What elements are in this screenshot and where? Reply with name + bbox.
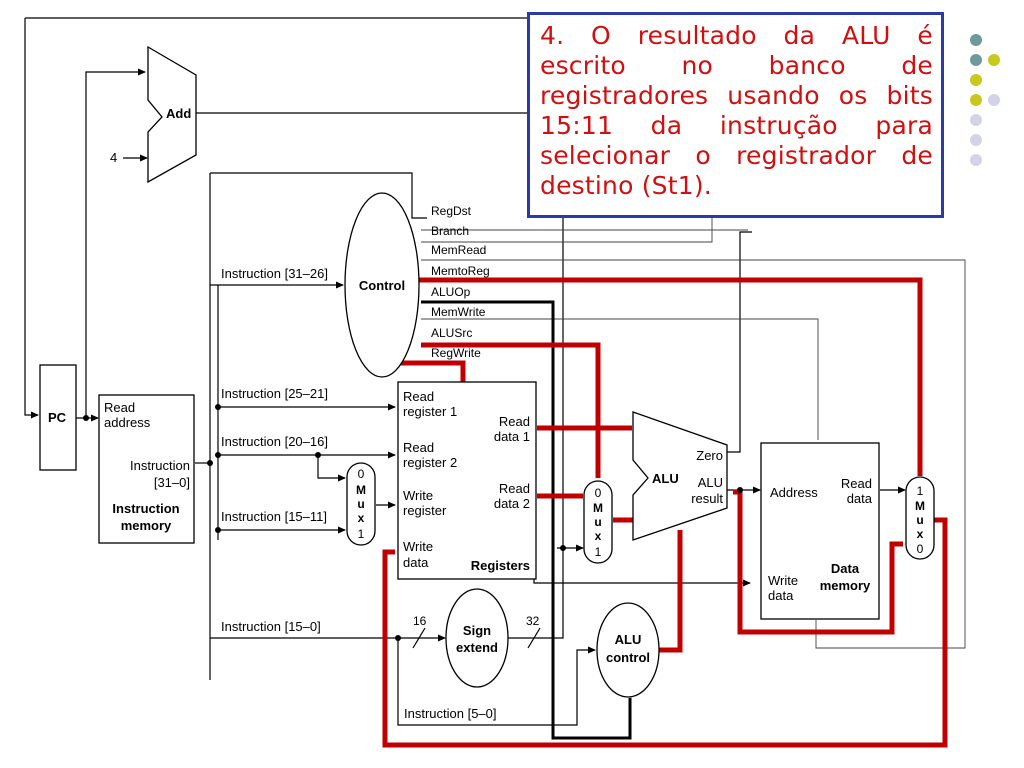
alu: ALU Zero ALU result: [632, 411, 728, 541]
mux-memtoreg-x: x: [917, 527, 924, 541]
reg-read-data2-line2: data 2: [494, 496, 530, 511]
dmem-address: Address: [770, 485, 818, 500]
highlight-path: [382, 277, 948, 748]
instruction-memory: Read address Instruction [31–0] Instruct…: [98, 394, 195, 544]
signal-regdst: RegDst: [431, 204, 472, 218]
reg-read-data1-line2: data 1: [494, 429, 530, 444]
alu-result-line1: ALU: [698, 475, 723, 490]
sign-extend-out-width: 32: [526, 614, 540, 628]
decor-dot: [970, 34, 982, 46]
mux-memtoreg-u: u: [916, 513, 923, 527]
decor-dot: [970, 154, 982, 166]
mux-regdst-in1: 1: [358, 527, 365, 541]
sign-extend: Sign extend 16 32: [412, 588, 541, 688]
alu-control: ALU control: [596, 602, 660, 698]
reg-read-data1-line1: Read: [499, 414, 530, 429]
decor-dot: [970, 134, 982, 146]
reg-read-data2-line1: Read: [499, 481, 530, 496]
control-unit: Control RegDst Branch MemRead MemtoReg A…: [344, 192, 490, 378]
adder: Add 4: [110, 45, 197, 184]
mux-memtoreg-m: M: [915, 499, 925, 513]
sign-extend-in-width: 16: [413, 614, 427, 628]
alu-result-line2: result: [691, 491, 723, 506]
field-imm: Instruction [15–0]: [221, 619, 321, 634]
decor-dot: [970, 74, 982, 86]
reg-write-reg-line2: register: [403, 503, 447, 518]
imem-read-address-line1: Read: [104, 400, 135, 415]
decor-dot: [970, 94, 982, 106]
alu-zero: Zero: [696, 448, 723, 463]
alu-label: ALU: [652, 471, 679, 486]
adder-const-input: 4: [110, 150, 117, 165]
decor-dot: [970, 54, 982, 66]
mux-alusrc-x: x: [595, 529, 602, 543]
reg-write-reg-line1: Write: [403, 488, 433, 503]
dmem-read-data-line2: data: [847, 491, 873, 506]
imem-name-line2: memory: [121, 518, 172, 533]
dmem-name-line1: Data: [831, 561, 860, 576]
registers-name: Registers: [471, 558, 530, 573]
decor-dot: [970, 114, 982, 126]
mux-regdst-in0: 0: [358, 467, 365, 481]
reg-read-reg2-line1: Read: [403, 440, 434, 455]
imem-name-line1: Instruction: [112, 501, 179, 516]
instruction-field-labels: Instruction [31–26] Instruction [25–21] …: [221, 266, 497, 721]
sign-extend-line2: extend: [456, 640, 498, 655]
signal-memtoreg: MemtoReg: [431, 264, 490, 278]
field-rt: Instruction [20–16]: [221, 434, 328, 449]
alu-control-line2: control: [606, 650, 650, 665]
decorative-dots: [966, 34, 1006, 166]
decor-dot: [988, 94, 1000, 106]
imem-read-address-line2: address: [104, 415, 151, 430]
reg-write-data-line2: data: [403, 555, 429, 570]
mux-memtoreg-in0: 0: [917, 542, 924, 556]
adder-label: Add: [166, 106, 191, 121]
mux-alusrc-in1: 1: [595, 545, 602, 559]
dmem-read-data-line1: Read: [841, 476, 872, 491]
reg-write-data-line1: Write: [403, 539, 433, 554]
field-rs: Instruction [25–21]: [221, 386, 328, 401]
junction-dots: [83, 404, 743, 641]
mux-memtoreg: 1 M u x 0: [905, 476, 935, 560]
register-file: Read register 1 Read register 2 Write re…: [397, 381, 537, 580]
dmem-write-data-line2: data: [768, 588, 794, 603]
dmem-name-line2: memory: [820, 578, 871, 593]
field-rd: Instruction [15–11]: [221, 509, 327, 524]
mux-regdst-x: x: [358, 511, 365, 525]
reg-read-reg2-line2: register 2: [403, 455, 457, 470]
signal-memwrite: MemWrite: [431, 305, 486, 319]
decor-dot: [988, 54, 1000, 66]
field-funct: Instruction [5–0]: [404, 706, 497, 721]
signal-branch: Branch: [431, 224, 469, 238]
reg-read-reg1-line1: Read: [403, 389, 434, 404]
signal-alusrc: ALUSrc: [431, 326, 472, 340]
pc-label: PC: [48, 410, 67, 425]
mux-memtoreg-in1: 1: [917, 484, 924, 498]
mux-alusrc-m: M: [593, 501, 603, 515]
mux-alusrc-in0: 0: [595, 486, 602, 500]
mux-alusrc-u: u: [594, 515, 601, 529]
explanation-callout: 4. O resultado da ALU é escrito no banco…: [527, 12, 944, 218]
mux-regdst: 0 M u x 1: [346, 462, 376, 546]
aluop-wire: [421, 300, 632, 740]
alu-control-line1: ALU: [615, 632, 642, 647]
signal-memread: MemRead: [431, 243, 486, 257]
imem-instruction-line1: Instruction: [130, 458, 190, 473]
signal-aluop: ALUOp: [431, 285, 471, 299]
mux-regdst-m: M: [356, 483, 366, 497]
control-label: Control: [359, 278, 405, 293]
reg-read-reg1-line2: register 1: [403, 404, 457, 419]
mux-regdst-u: u: [357, 497, 364, 511]
sign-extend-line1: Sign: [463, 623, 491, 638]
imem-instruction-line2: [31–0]: [154, 475, 190, 490]
field-op: Instruction [31–26]: [221, 266, 328, 281]
data-memory: Address Read data Write data Data memory: [760, 442, 880, 620]
mux-alusrc: 0 M u x 1: [583, 480, 613, 564]
dmem-write-data-line1: Write: [768, 573, 798, 588]
signal-regwrite: RegWrite: [431, 346, 481, 360]
pc-register: PC: [39, 364, 77, 471]
